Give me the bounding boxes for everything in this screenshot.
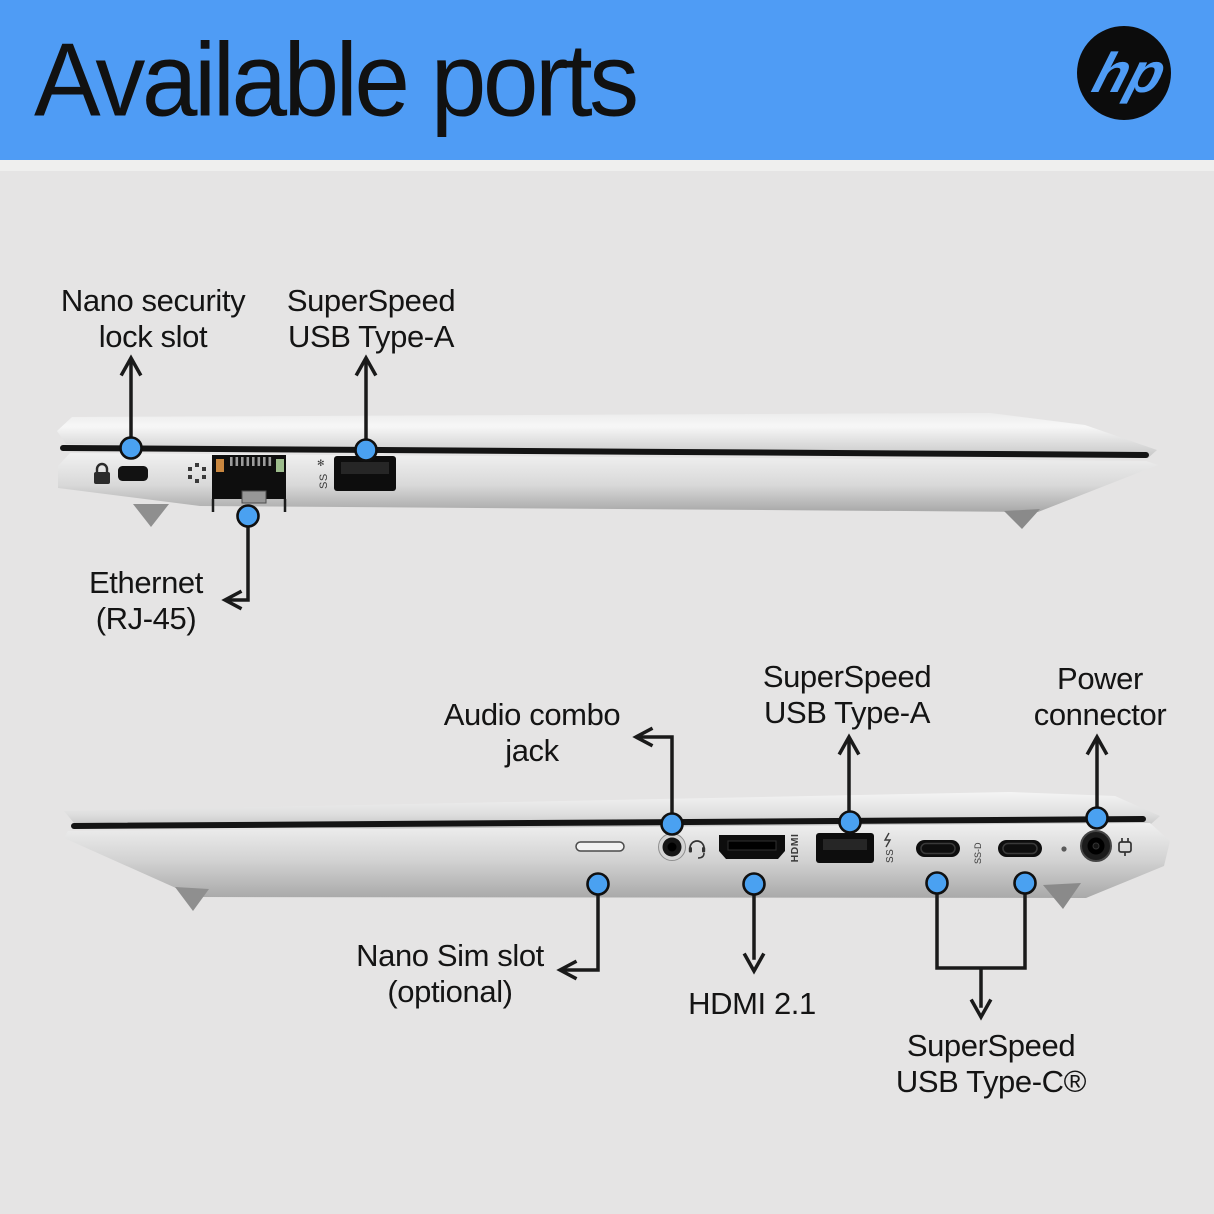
laptop-right-side-view: HDMI SS SS-D [64,792,1170,911]
rubber-foot [175,887,209,911]
lock-icon [94,462,110,484]
ethernet-port [211,455,287,512]
usb-c-port-1 [916,840,960,857]
callout-label-audio-combo-jack: Audio combo jack [444,697,621,769]
marker-dot-usb-a-bottom [838,810,862,834]
label-line: Power [1057,661,1143,696]
callout-label-superspeed-usb-a-bottom: SuperSpeed USB Type-A [762,659,932,731]
laptop-body [64,823,1170,898]
marker-dot-nano-sim [586,872,610,896]
headset-icon [688,840,706,859]
label-line: connector [1033,697,1167,732]
marker-dot-usb-c-1 [925,871,949,895]
superspeed-charging-icon: SS [883,832,896,863]
power-plug-icon [1118,838,1132,856]
label-line: SuperSpeed [906,1028,1076,1063]
callout-label-ethernet: Ethernet (RJ-45) [89,565,203,637]
status-led [1061,846,1067,852]
lid-gap-line [71,816,1146,829]
port-marker-dots [119,436,1109,896]
superspeed-dp-marking: SS-D [973,842,983,864]
label-line: USB Type-A [287,319,454,354]
callout-label-nano-security-lock-slot: Nano security lock slot [60,283,246,355]
header-banner: Available ports hp [0,0,1214,160]
callout-label-power-connector: Power connector [1034,661,1167,733]
label-line: USB Type-C® [895,1064,1087,1099]
label-line: (RJ-45) [95,601,197,636]
label-line: SuperSpeed [762,659,932,694]
marker-dot-ethernet [236,504,260,528]
marker-dot-hdmi [742,872,766,896]
power-connector-port [1080,830,1112,862]
laptop-body [58,453,1158,512]
label-line: HDMI 2.1 [688,986,816,1021]
label-line: jack [505,733,559,768]
hp-logo-icon: hp [1077,26,1173,120]
marker-dot-usb-c-2 [1013,871,1037,895]
marker-dot-usb-a-top [354,438,378,462]
label-line: (optional) [387,974,513,1009]
rubber-foot [1043,883,1081,909]
rubber-foot [1004,509,1040,529]
svg-text:SS: SS [318,473,330,489]
marker-dot-audio [660,812,684,836]
label-line: Nano Sim slot [356,938,544,973]
label-line: lock slot [98,319,208,354]
lid-gap-line [60,445,1149,458]
rubber-foot [133,504,169,527]
superspeed-usb-a-icon: ✻ SS [317,458,330,489]
network-icon [188,463,206,483]
superspeed-marking: SS [885,849,896,863]
label-line: Ethernet [89,565,203,600]
label-line: Nano security [60,283,246,318]
usb-a-port [816,833,874,863]
usb-a-port [334,456,396,491]
hdmi-marking: HDMI [789,834,801,863]
label-line: USB Type-A [763,695,930,730]
hdmi-port [719,835,785,859]
marker-dot-power [1085,806,1109,830]
page-title: Available ports [34,21,639,139]
nano-security-lock-slot [118,466,148,481]
nano-sim-slot [575,841,625,852]
label-line: Audio combo [443,697,621,732]
audio-combo-jack-port [658,833,686,861]
callout-label-nano-sim-slot: Nano Sim slot (optional) [356,938,544,1010]
callout-label-superspeed-usb-c: SuperSpeed USB Type-C® [895,1028,1087,1100]
header-shadow-strip [0,160,1214,171]
callout-arrows [119,354,1109,1021]
callout-label-hdmi: HDMI 2.1 [688,986,816,1022]
callout-label-superspeed-usb-a-top: SuperSpeed USB Type-A [286,283,456,355]
svg-text:✻: ✻ [317,458,325,468]
usb-c-port-2 [998,840,1042,857]
label-line: SuperSpeed [286,283,456,318]
laptop-left-side-view: ✻ SS [57,413,1158,529]
marker-dot-nano-security [119,436,143,460]
